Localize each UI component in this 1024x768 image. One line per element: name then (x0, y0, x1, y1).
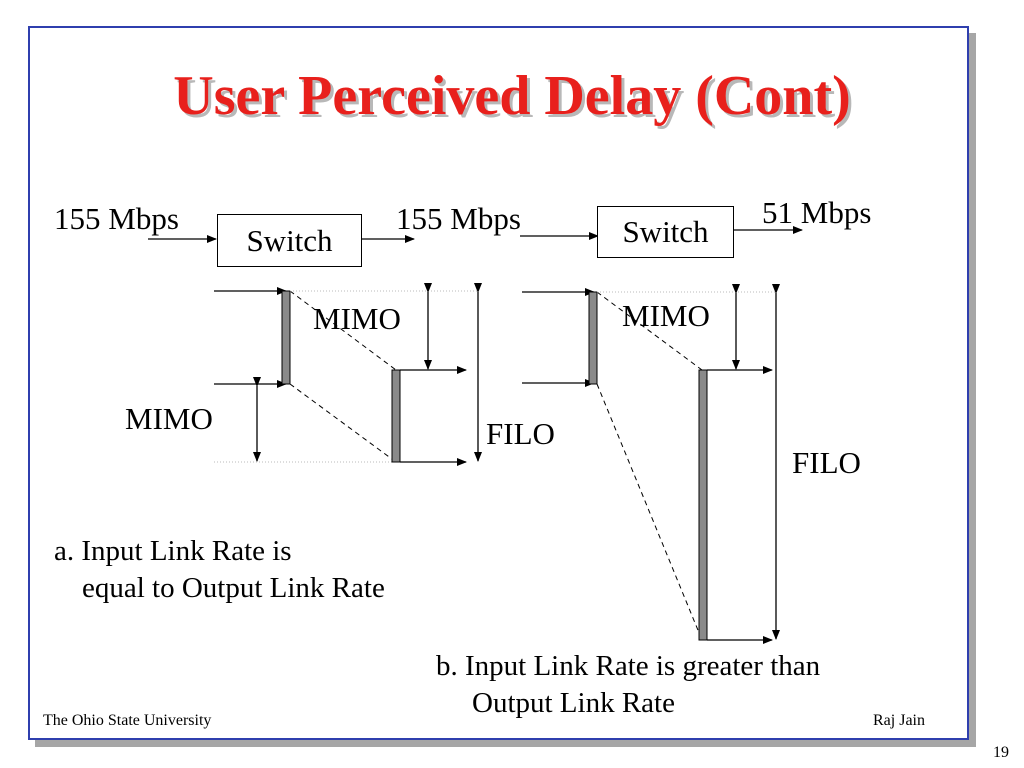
input-packet-bar-b (588, 291, 598, 385)
switch-box-b: Switch (597, 206, 734, 258)
caption-b: b. Input Link Rate is greater than Outpu… (436, 648, 820, 722)
output-rate-label-b: 51 Mbps (762, 195, 872, 230)
mimo-left-label-a: MIMO (125, 401, 213, 436)
slide-title: User Perceived Delay (Cont) (173, 65, 851, 127)
filo-label-a: FILO (486, 416, 555, 451)
mimo-top-label-b: MIMO (622, 298, 710, 333)
page-number: 19 (993, 744, 1009, 761)
output-packet-bar-a (391, 369, 401, 463)
footer-left: The Ohio State University (43, 712, 212, 729)
slide-frame (28, 26, 969, 740)
dashed-first-bit-b (596, 291, 703, 371)
footer-right: Raj Jain (873, 712, 925, 729)
caption-b-line2: Output Link Rate (472, 687, 675, 720)
filo-label-b: FILO (792, 445, 861, 480)
caption-b-line1: b. Input Link Rate is greater than (436, 650, 821, 682)
switch-label-a: Switch (246, 222, 333, 258)
input-rate-label-a: 155 Mbps (54, 201, 179, 236)
dashed-last-bit-a (289, 383, 397, 463)
output-packet-bar-b (698, 369, 708, 641)
switch-label-b: Switch (622, 214, 709, 249)
caption-a-line2: equal to Output Link Rate (82, 572, 385, 605)
caption-a-line1: a. Input Link Rate is (54, 535, 292, 567)
dashed-last-bit-b (596, 383, 703, 641)
dashed-first-bit-a (289, 290, 397, 371)
input-packet-bar-a (281, 290, 291, 385)
caption-a: a. Input Link Rate is equal to Output Li… (54, 533, 385, 607)
output-rate-label-a: 155 Mbps (396, 201, 521, 236)
mimo-top-label-a: MIMO (313, 301, 401, 336)
switch-box-a: Switch (217, 214, 362, 267)
